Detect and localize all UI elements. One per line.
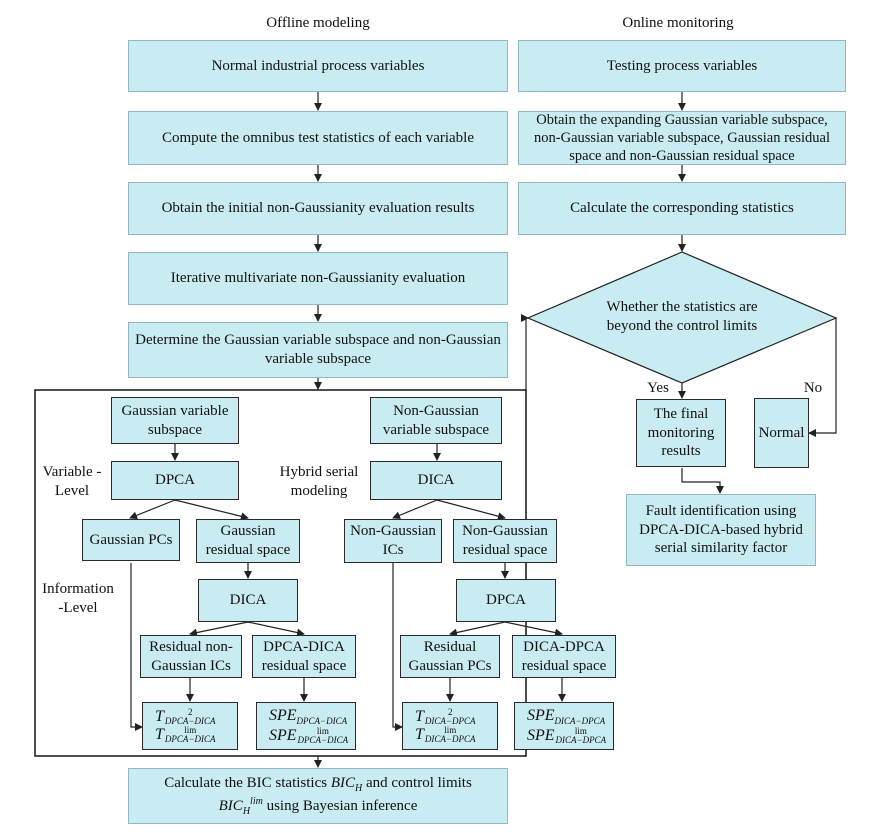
dica-mid-box: DICA <box>198 579 298 622</box>
residual-gaussian-pcs-box: Residual Gaussian PCs <box>400 635 500 678</box>
bic-statistics-box: Calculate the BIC statistics BICH and co… <box>128 768 508 824</box>
dpca-dica-residual-box: DPCA-DICA residual space <box>252 635 356 678</box>
offline-step-determine-subspaces: Determine the Gaussian variable subspace… <box>128 322 508 378</box>
no-label: No <box>803 380 823 396</box>
variable-level-label: Variable -Level <box>42 464 102 499</box>
t-symbol: T <box>155 707 164 725</box>
spe-symbol: SPE <box>269 726 297 744</box>
gaussian-residual-box: Gaussian residual space <box>196 519 300 563</box>
hybrid-serial-modeling-label: Hybrid serial modeling <box>279 464 359 499</box>
t-symbol: T <box>155 726 164 743</box>
online-step-expanding-subspaces: Obtain the expanding Gaussian variable s… <box>518 111 846 165</box>
dica-box: DICA <box>370 461 502 500</box>
spe-symbol: SPE <box>527 707 555 725</box>
t-symbol: T <box>415 726 424 743</box>
gaussian-subspace-box: Gaussian variable subspace <box>111 397 239 444</box>
dica-dpca-residual-box: DICA-DPCA residual space <box>512 635 616 678</box>
offline-step-initial-evaluation: Obtain the initial non-Gaussianity evalu… <box>128 182 508 235</box>
nongaussian-subspace-box: Non-Gaussian variable subspace <box>370 397 502 444</box>
residual-nongaussian-ics-box: Residual non-Gaussian ICs <box>140 635 242 678</box>
fault-identification-box: Fault identification using DPCA-DICA-bas… <box>626 494 816 566</box>
offline-header: Offline modeling <box>266 15 370 31</box>
spe-symbol: SPE <box>527 726 555 744</box>
final-results-box: The final monitoring results <box>636 399 726 467</box>
online-step-testing-variables: Testing process variables <box>518 40 846 92</box>
dpca-box: DPCA <box>111 461 239 500</box>
offline-step-process-variables: Normal industrial process variables <box>128 40 508 92</box>
information-level-label: Information -Level <box>42 581 114 616</box>
online-header: Online monitoring <box>622 15 734 31</box>
offline-step-omnibus-test: Compute the omnibus test statistics of e… <box>128 111 508 165</box>
online-step-calculate-statistics: Calculate the corresponding statistics <box>518 182 846 235</box>
yes-label: Yes <box>647 380 669 396</box>
t-symbol: T <box>415 707 424 725</box>
gaussian-pcs-box: Gaussian PCs <box>82 519 180 561</box>
nongaussian-residual-box: Non-Gaussian residual space <box>453 519 557 563</box>
decision-text: Whether the statistics are beyond the co… <box>606 299 758 334</box>
offline-step-iterative-evaluation: Iterative multivariate non-Gaussianity e… <box>128 252 508 305</box>
nongaussian-ics-box: Non-Gaussian ICs <box>344 519 442 563</box>
dpca-mid-box: DPCA <box>456 579 556 622</box>
normal-box: Normal <box>754 398 809 468</box>
spe-symbol: SPE <box>269 707 297 725</box>
